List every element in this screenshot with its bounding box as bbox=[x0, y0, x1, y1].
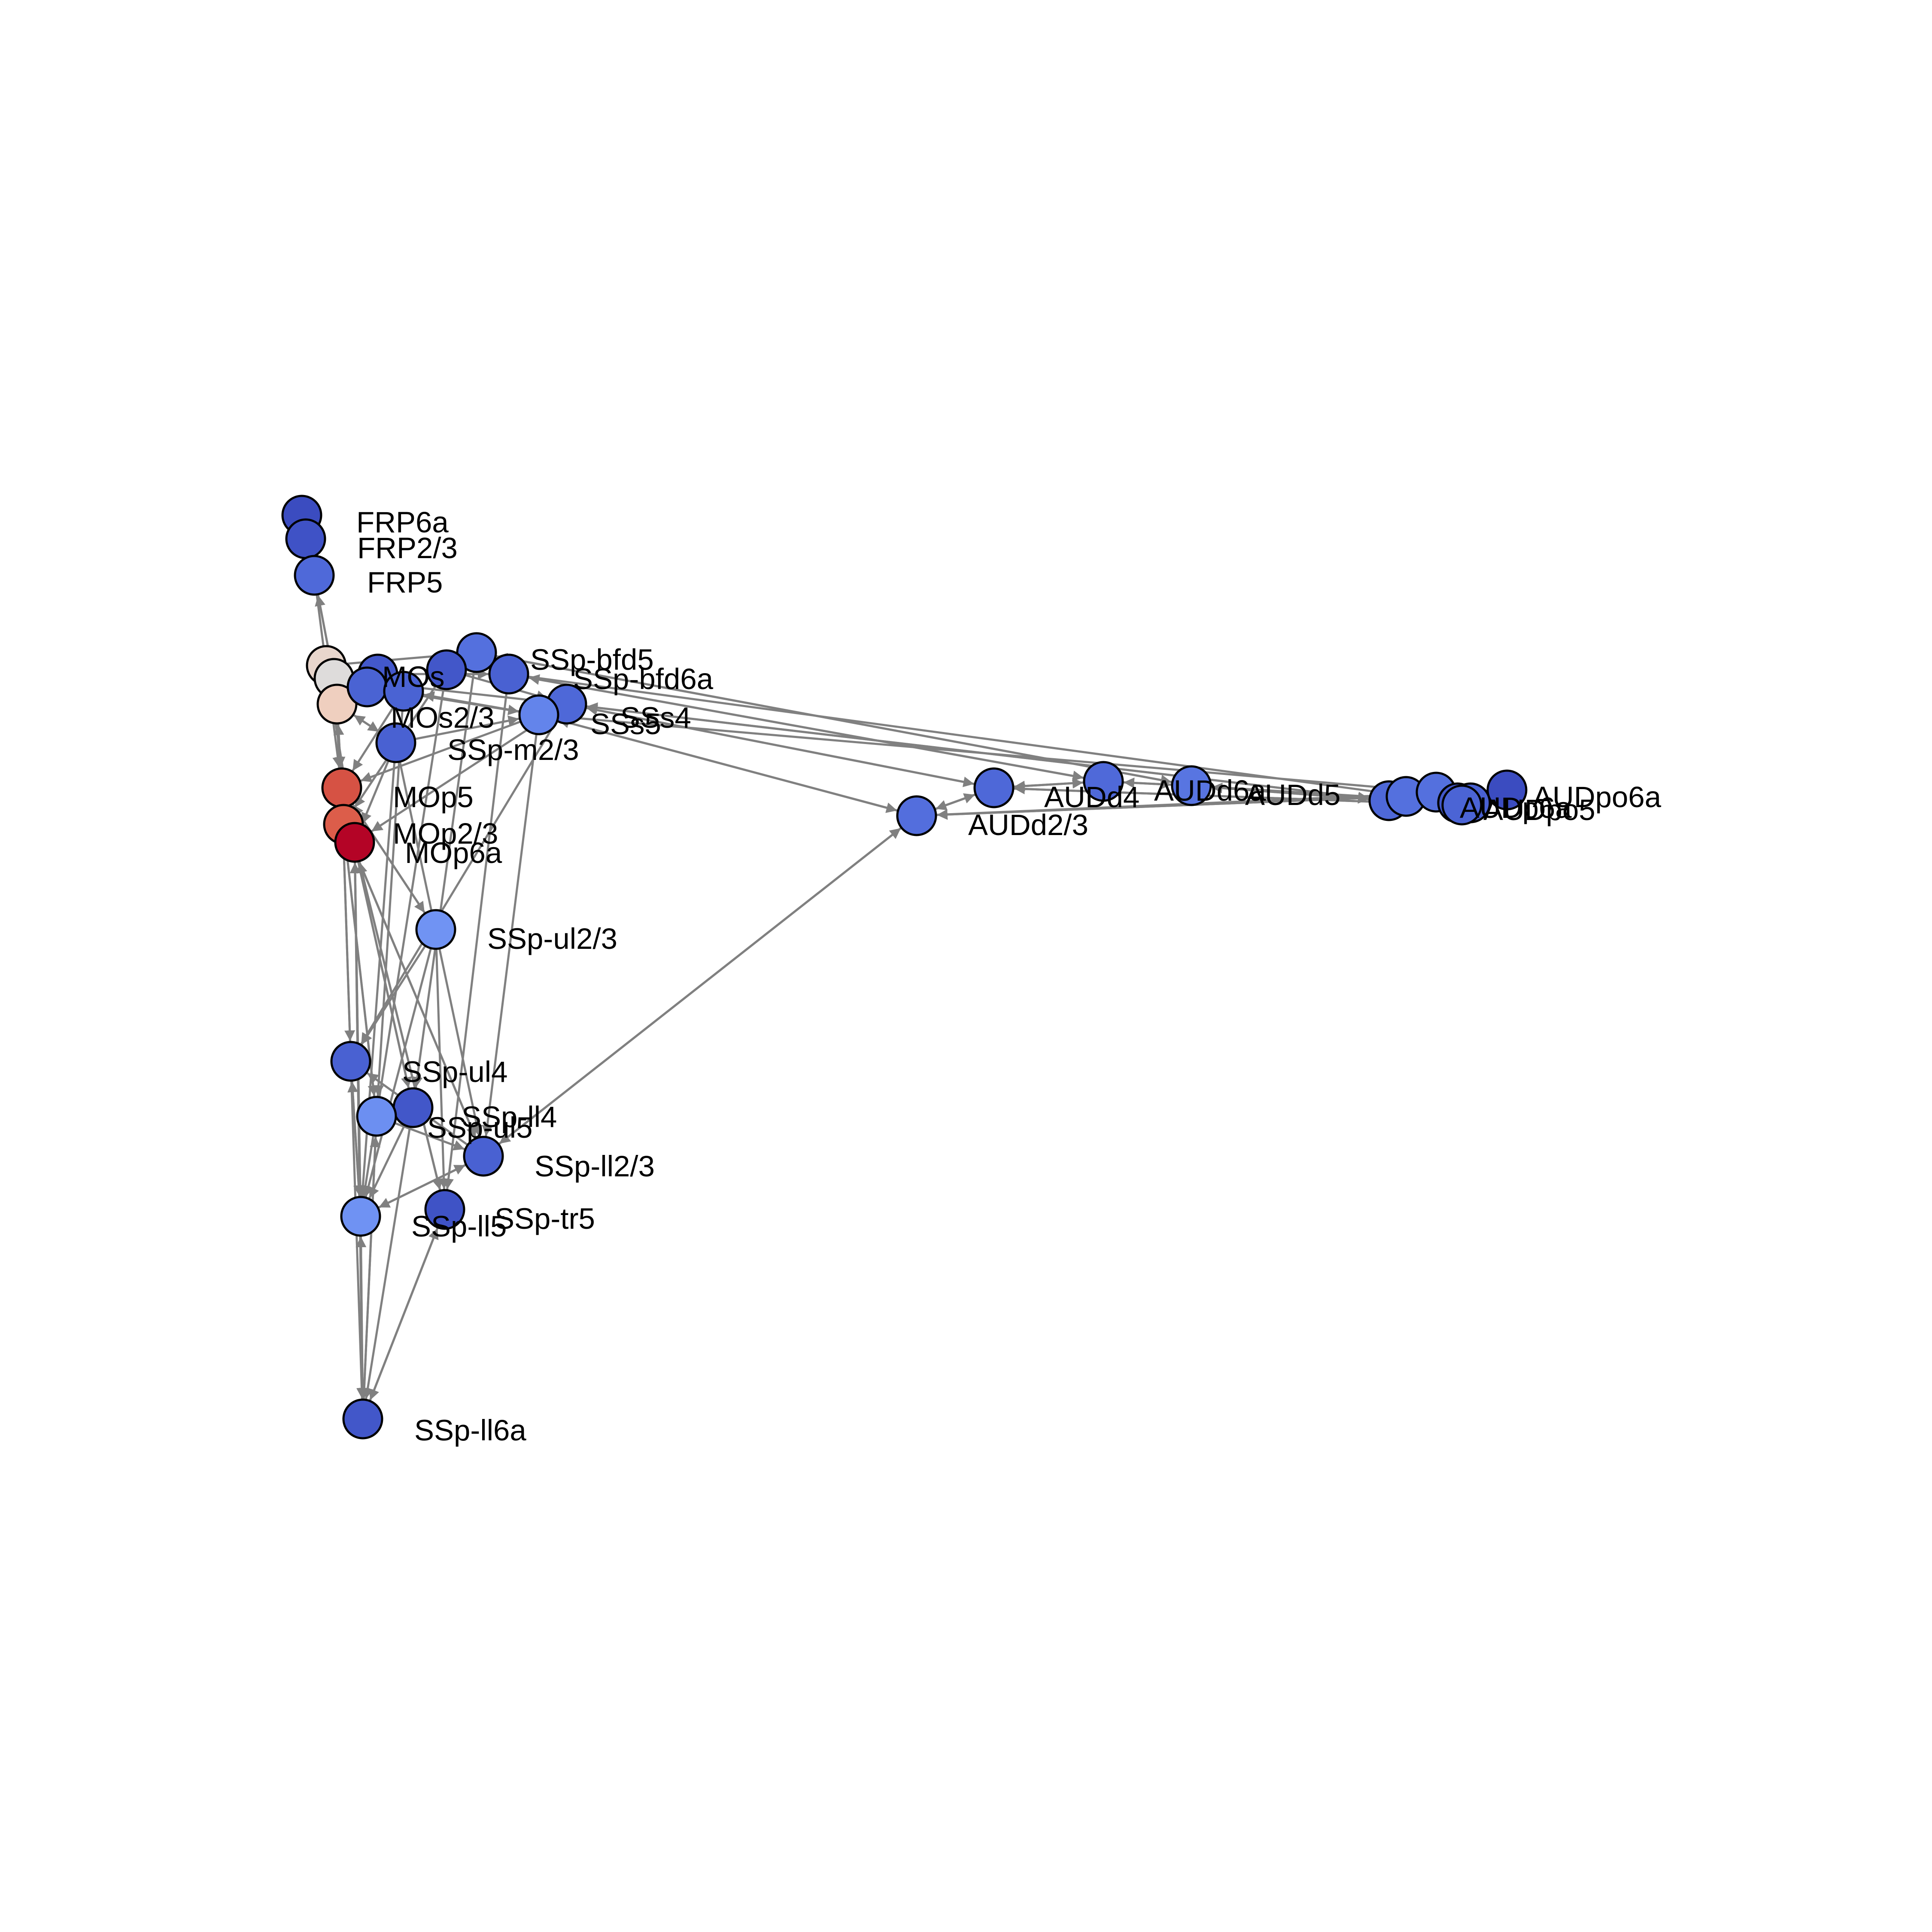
node-label: FRP2/3 bbox=[357, 532, 458, 565]
node-label: MOs2/3 bbox=[391, 701, 495, 734]
edge bbox=[361, 760, 390, 824]
node-label: SSs5 bbox=[590, 708, 661, 741]
edge bbox=[361, 945, 426, 1045]
node-label: MOp6a bbox=[405, 836, 502, 869]
node-label: MOp5 bbox=[393, 781, 474, 814]
edge bbox=[586, 705, 975, 785]
node-label: AUDpo5 bbox=[1483, 793, 1595, 826]
node-label: MOp2/3 bbox=[393, 817, 498, 850]
edge bbox=[352, 707, 394, 772]
edge bbox=[363, 948, 432, 1197]
node-label: SSp-bfd6a bbox=[573, 662, 714, 696]
node-label: AUDd4 bbox=[1044, 781, 1139, 814]
node bbox=[1441, 784, 1482, 826]
edge bbox=[352, 714, 380, 733]
edge bbox=[360, 720, 558, 1045]
node bbox=[330, 1041, 371, 1082]
node-label: SSp-ul5 bbox=[427, 1111, 532, 1144]
node bbox=[356, 1096, 397, 1137]
edge bbox=[414, 715, 519, 740]
node-label: SSp-tr5 bbox=[495, 1202, 595, 1235]
node bbox=[488, 653, 529, 695]
node-label: AUDd5 bbox=[1245, 778, 1340, 811]
edge bbox=[347, 1081, 361, 1197]
edge bbox=[362, 1127, 411, 1399]
node bbox=[463, 1136, 504, 1177]
node-label: SSp-bfd5 bbox=[530, 643, 654, 676]
node bbox=[1486, 769, 1528, 811]
edge bbox=[369, 1227, 439, 1402]
node bbox=[285, 518, 326, 559]
node-label: AUDp6a bbox=[1460, 791, 1572, 824]
edge bbox=[373, 710, 404, 1097]
node bbox=[342, 1398, 383, 1440]
node bbox=[294, 555, 335, 596]
node bbox=[346, 666, 388, 708]
edge bbox=[377, 1164, 466, 1209]
edge bbox=[362, 1136, 381, 1400]
node bbox=[415, 909, 456, 950]
node-label: FRP5 bbox=[367, 566, 443, 599]
node-label: SSp-ll5 bbox=[411, 1210, 507, 1243]
node bbox=[392, 1087, 434, 1128]
node-label: SSp-ul2/3 bbox=[487, 922, 617, 955]
edge bbox=[443, 693, 508, 1190]
node bbox=[1083, 761, 1124, 802]
node-label: AUDd2/3 bbox=[968, 808, 1088, 841]
edge bbox=[482, 734, 538, 1136]
node-label: SSp-ll4 bbox=[462, 1100, 557, 1133]
node bbox=[518, 694, 559, 735]
node-label: SSp-m2/3 bbox=[447, 733, 579, 766]
edge bbox=[350, 842, 477, 1139]
edge bbox=[935, 793, 976, 811]
node bbox=[973, 767, 1015, 808]
edge bbox=[558, 717, 899, 812]
edge bbox=[528, 674, 1085, 779]
node-label: SSp-ll2/3 bbox=[535, 1150, 655, 1183]
node bbox=[1171, 765, 1212, 806]
edge-layer bbox=[315, 594, 1488, 1402]
node-label: AUDpo6a bbox=[1533, 781, 1662, 814]
node bbox=[340, 1196, 381, 1237]
node-label: MOs bbox=[382, 660, 445, 693]
edge bbox=[350, 1080, 368, 1399]
edge bbox=[368, 1124, 406, 1199]
node bbox=[375, 722, 416, 763]
node-label: AUDd6a bbox=[1154, 774, 1266, 807]
edge bbox=[498, 826, 902, 1145]
node bbox=[321, 767, 362, 808]
edge bbox=[371, 714, 551, 832]
edge bbox=[1014, 781, 1084, 792]
edge bbox=[360, 720, 521, 782]
node-label: SSs4 bbox=[620, 701, 691, 734]
edge bbox=[528, 675, 1438, 804]
node bbox=[426, 649, 467, 690]
edge bbox=[1123, 778, 1173, 788]
edge bbox=[394, 1122, 465, 1151]
edge bbox=[435, 948, 450, 1190]
node bbox=[896, 795, 937, 836]
node-label: FRP6a bbox=[356, 506, 449, 539]
node bbox=[383, 671, 424, 712]
node-layer bbox=[281, 495, 1528, 1440]
node bbox=[424, 1189, 465, 1230]
node-label: SSp-ll6a bbox=[414, 1414, 526, 1447]
node-label: SSp-ul4 bbox=[402, 1055, 507, 1088]
edge bbox=[412, 671, 475, 1088]
node bbox=[334, 822, 375, 863]
